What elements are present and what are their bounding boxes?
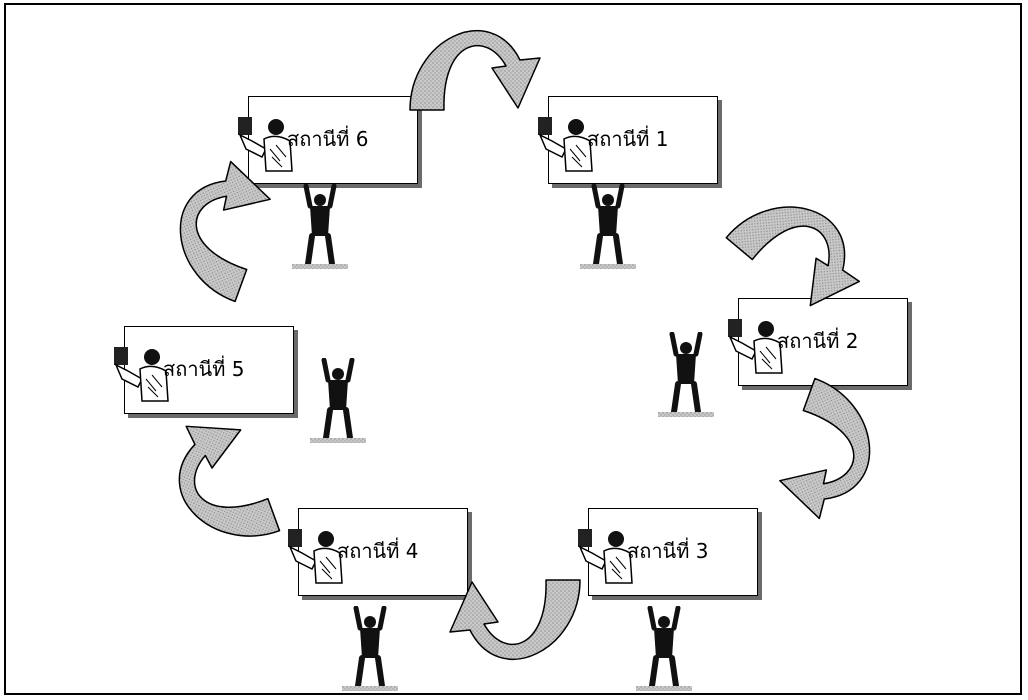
exercising-person-icon bbox=[658, 332, 714, 420]
exercising-person-icon bbox=[310, 358, 366, 446]
station-4-label: สถานีที่ 4 bbox=[337, 539, 419, 563]
exercising-person-icon bbox=[580, 184, 636, 272]
station-3: สถานีที่ 3 bbox=[577, 508, 758, 596]
station-5: สถานีที่ 5 bbox=[113, 326, 294, 414]
station-3-label: สถานีที่ 3 bbox=[627, 539, 709, 563]
station-2-label: สถานีที่ 2 bbox=[777, 329, 859, 353]
station-6: สถานีที่ 6 bbox=[237, 96, 418, 184]
station-4: สถานีที่ 4 bbox=[287, 508, 468, 596]
curved-arrow-icon bbox=[449, 579, 581, 661]
station-1: สถานีที่ 1 bbox=[537, 96, 718, 184]
station-5-label: สถานีที่ 5 bbox=[163, 357, 245, 381]
station-6-label: สถานีที่ 6 bbox=[287, 127, 369, 151]
exercising-person-icon bbox=[292, 184, 348, 272]
curved-arrow-icon bbox=[409, 29, 541, 111]
exercising-person-icon bbox=[636, 606, 692, 694]
station-2: สถานีที่ 2 bbox=[727, 298, 908, 386]
station-1-label: สถานีที่ 1 bbox=[587, 127, 669, 151]
exercising-person-icon bbox=[342, 606, 398, 694]
